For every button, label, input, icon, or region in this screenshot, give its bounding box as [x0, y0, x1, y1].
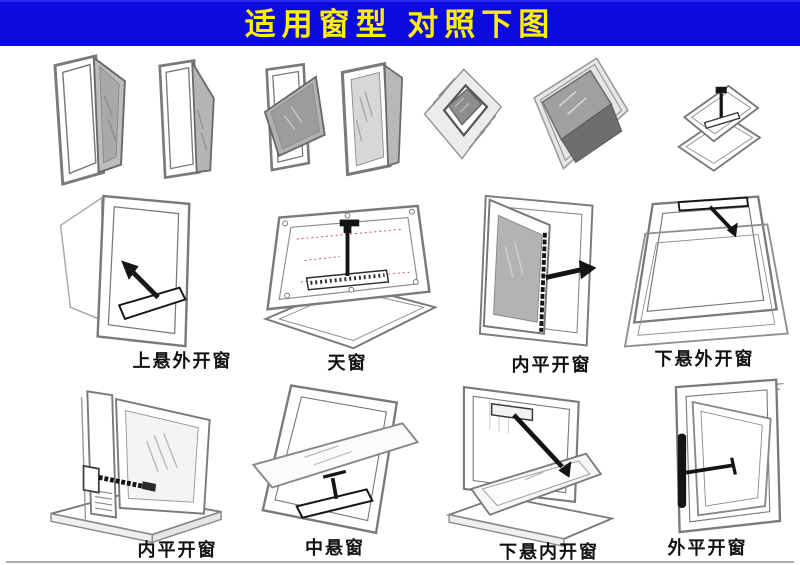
bottom-row-figure-4: 外平开窗 [620, 376, 795, 559]
header-title: 适用窗型 对照下图 [244, 6, 556, 42]
middle-row-figure-4: 下悬外开窗 [612, 188, 797, 370]
bottom-row-figure-2: 中悬窗 [245, 378, 425, 559]
skylight-with-chain-opener-icon [677, 84, 762, 172]
top-hung-window-open-narrow-icon [158, 59, 215, 180]
top-row-figure-6 [515, 52, 645, 177]
top-hung-outward-window-diagram [59, 194, 191, 348]
window-type-label: 内平开窗 [511, 355, 592, 376]
window-type-label: 中悬窗 [305, 538, 365, 559]
inward-casement-window-on-stand-diagram [50, 390, 222, 544]
window-type-label: 下悬内开窗 [499, 542, 599, 563]
bottom-row-figure-1: 内平开窗 [35, 378, 240, 561]
roof-window-in-tiled-roof-icon [423, 68, 503, 160]
middle-row-figure-1: 上悬外开窗 [45, 188, 240, 372]
bottom-hung-outward-window-diagram [623, 195, 789, 348]
skylight-window-diagram [262, 204, 438, 350]
middle-row-figure-3: 内平开窗 [445, 186, 610, 376]
header-banner: 适用窗型 对照下图 [0, 0, 800, 46]
top-row-figure-7 [640, 60, 795, 180]
window-type-label: 天窗 [327, 353, 368, 374]
top-row-figure-3 [242, 56, 330, 182]
window-type-label: 内平开窗 [137, 540, 218, 561]
center-pivot-window-diagram [251, 384, 420, 535]
top-row-figure-5 [412, 55, 512, 180]
window-type-label: 上悬外开窗 [132, 351, 233, 372]
casement-window-open-icon [340, 61, 404, 177]
window-type-label: 下悬外开窗 [654, 349, 755, 370]
roof-skylight-open-icon [533, 57, 629, 170]
outward-casement-window-diagram [674, 378, 784, 534]
bottom-row-figure-3: 下悬内开窗 [425, 376, 625, 563]
bottom-divider [6, 561, 794, 563]
window-type-label: 外平开窗 [667, 538, 748, 559]
pivot-window-swung-icon [263, 62, 326, 172]
inward-casement-window-diagram [478, 194, 597, 347]
top-row-figure-4 [330, 52, 418, 188]
top-row-figure-2 [140, 54, 230, 186]
top-row-figure-1 [38, 52, 138, 188]
middle-row-figure-2: 天窗 [250, 192, 445, 374]
bottom-hung-inward-window-diagram [445, 385, 616, 548]
top-hung-window-open-wide-icon [53, 54, 126, 187]
